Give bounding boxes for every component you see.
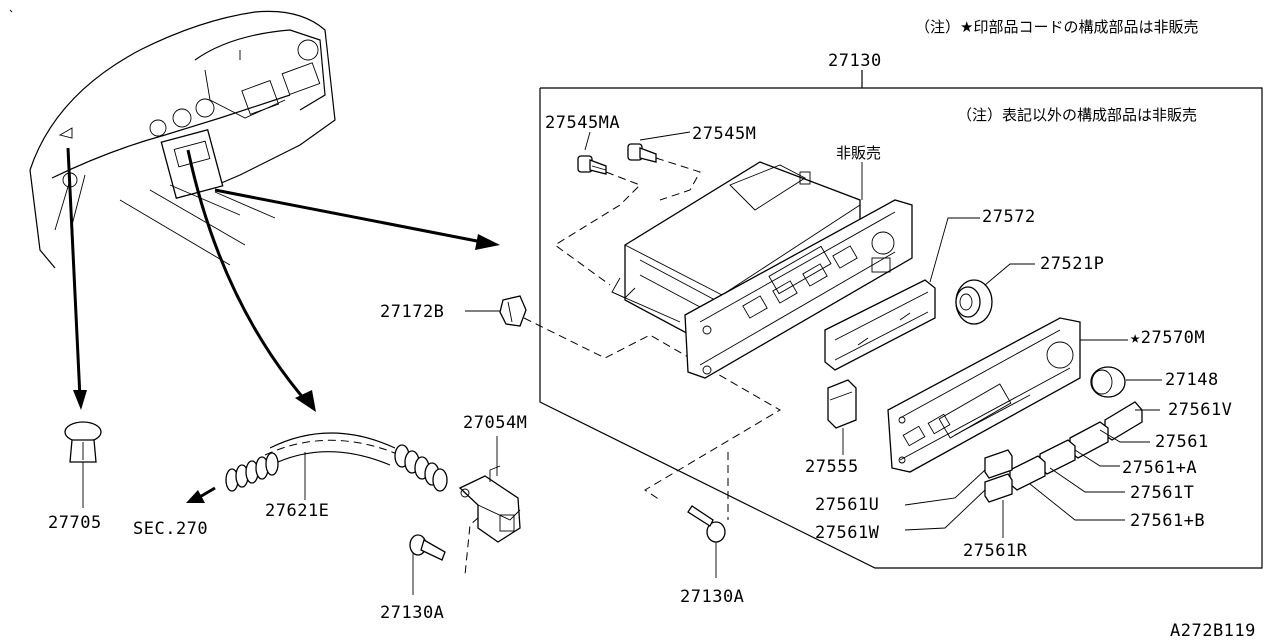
figure-code: A272B119: [1170, 621, 1256, 640]
screw-27130A-right-icon: [687, 505, 726, 543]
label-27130A-right[interactable]: 27130A: [680, 587, 744, 607]
label-27130A-left[interactable]: 27130A: [380, 603, 444, 623]
button-switch-set-icon: [984, 401, 1143, 503]
label-27621E[interactable]: 27621E: [265, 501, 329, 521]
clip-27555-icon: [827, 379, 857, 429]
control-panel-face-27570M-icon: [887, 317, 1081, 473]
label-27561W[interactable]: 27561W: [815, 523, 880, 543]
label-27545M[interactable]: 27545M: [692, 124, 756, 144]
knob-27148-icon: [1090, 366, 1126, 398]
screw-27545M-icon: [627, 143, 657, 163]
label-27570M[interactable]: ★27570M: [1130, 328, 1205, 348]
label-sec-270[interactable]: SEC.270: [133, 519, 208, 539]
display-panel-27572-icon: [824, 279, 936, 371]
label-27705[interactable]: 27705: [48, 513, 102, 533]
dashboard-illustration-icon: [9, 9, 336, 269]
label-27561R[interactable]: 27561R: [963, 541, 1028, 561]
leader-arrows: [66, 147, 500, 412]
label-not-sold: 非販売: [836, 144, 881, 162]
label-27172B[interactable]: 27172B: [380, 302, 444, 322]
label-27572[interactable]: 27572: [982, 207, 1036, 227]
screw-27130A-left-icon: [409, 534, 446, 561]
label-27561A[interactable]: 27561+A: [1122, 458, 1197, 478]
label-27054M[interactable]: 27054M: [463, 413, 527, 433]
label-27561T[interactable]: 27561T: [1130, 483, 1194, 503]
screw-27545MA-icon: [577, 155, 607, 175]
clip-27705-icon: [64, 421, 102, 463]
connector-27054M-icon: [458, 465, 521, 543]
label-27148[interactable]: 27148: [1165, 370, 1219, 390]
label-27561U[interactable]: 27561U: [815, 495, 879, 515]
label-27555[interactable]: 27555: [805, 457, 859, 477]
heater-control-unit-icon: [611, 161, 913, 379]
note-top-right: （注）★印部品コードの構成部品は非販売: [915, 18, 1198, 36]
label-27561[interactable]: 27561: [1155, 432, 1209, 452]
label-27561B[interactable]: 27561+B: [1130, 511, 1205, 531]
note-inner: （注）表記以外の構成部品は非販売: [957, 106, 1197, 124]
label-27561V[interactable]: 27561V: [1168, 400, 1232, 420]
label-27545MA[interactable]: 27545MA: [545, 113, 620, 133]
fastener-27172B-icon: [499, 295, 527, 327]
assembly-boundary: [539, 70, 1263, 569]
sec-arrow-icon: [186, 486, 216, 503]
hose-duct-27621E-icon: [225, 432, 448, 492]
label-27521P[interactable]: 27521P: [1040, 254, 1104, 274]
knob-27521P-icon: [955, 279, 993, 325]
label-27130[interactable]: 27130: [828, 51, 882, 71]
